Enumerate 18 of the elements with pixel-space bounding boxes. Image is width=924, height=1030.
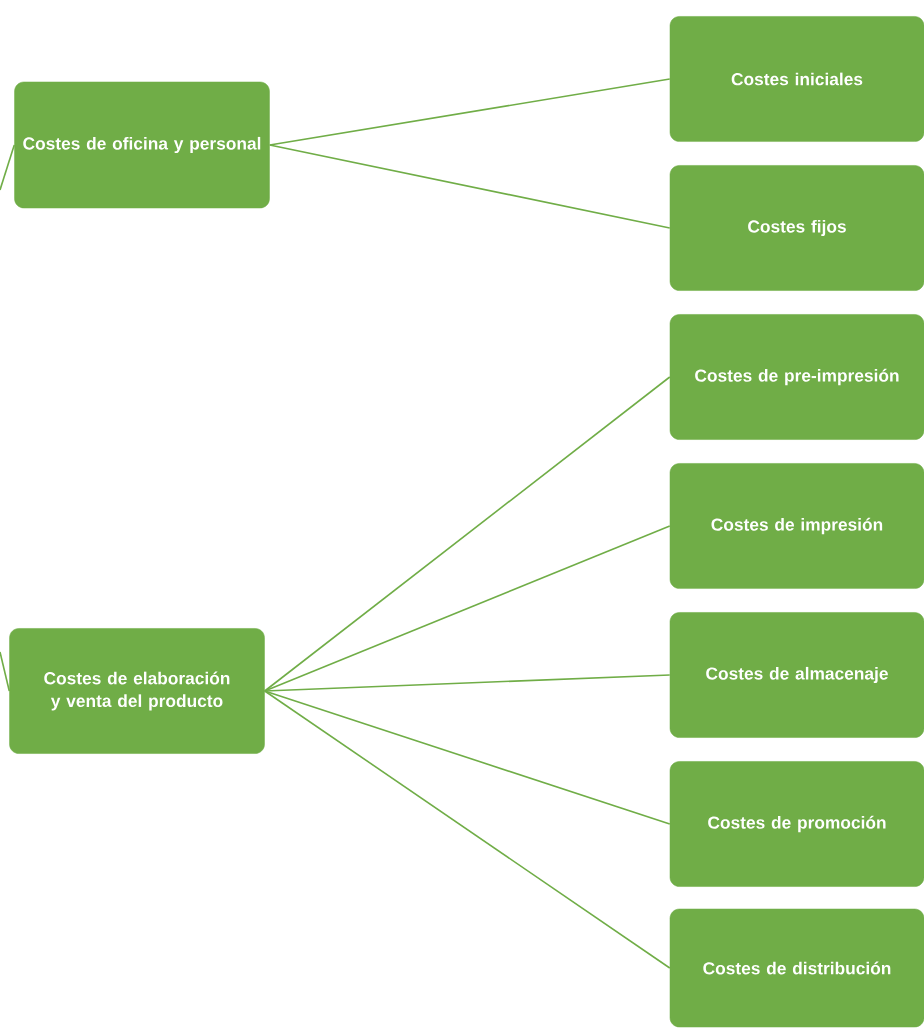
connector-line <box>0 651 11 692</box>
connector-line <box>263 525 671 692</box>
connector-line <box>263 690 671 969</box>
connector-line <box>263 690 671 825</box>
connector-line <box>268 78 671 146</box>
cost-box: Costes de oficina y personal <box>14 81 270 209</box>
connector-line <box>268 144 671 229</box>
cost-box: Costes de elaboración y venta del producto <box>9 628 265 754</box>
connector-line <box>263 674 671 692</box>
cost-box: Costes de promoción <box>669 761 924 887</box>
cost-box: Costes de pre-impresión <box>669 314 924 440</box>
connector-line <box>0 144 16 191</box>
cost-box: Costes iniciales <box>669 16 924 142</box>
connector-line <box>263 376 671 692</box>
cost-box: Costes de distribución <box>669 908 924 1028</box>
cost-box: Costes de almacenaje <box>669 612 924 738</box>
cost-box: Costes de impresión <box>669 463 924 589</box>
cost-box: Costes fijos <box>669 165 924 291</box>
